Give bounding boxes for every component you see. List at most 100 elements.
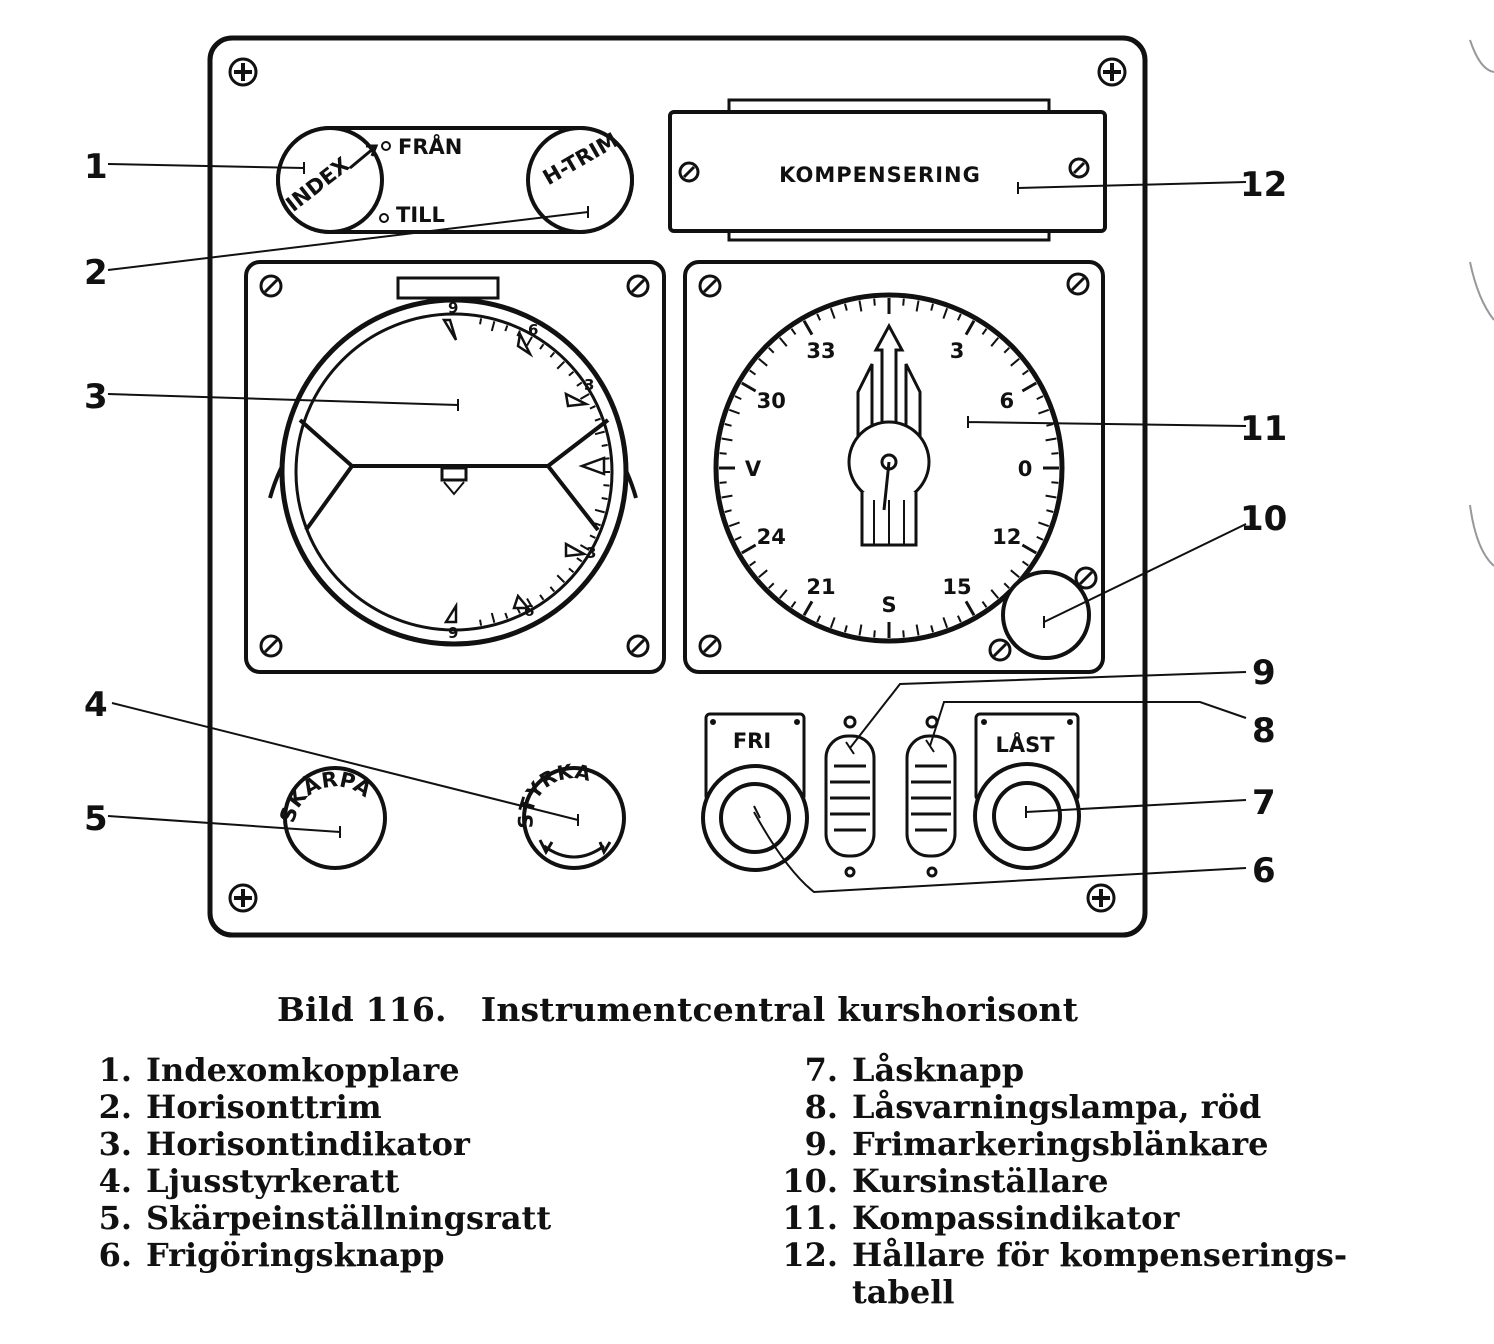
compass-tick [915, 300, 920, 312]
legend-item: 9.Frimarkeringsblänkare [804, 1125, 1269, 1163]
compass-needle [847, 322, 931, 547]
compass-tick [1021, 543, 1037, 555]
compass-tick [1045, 437, 1057, 442]
rotate-arrow-icon [543, 844, 605, 859]
focus-knob[interactable] [283, 766, 387, 870]
pitch-tick [526, 336, 533, 347]
compass-label: 15 [942, 575, 971, 599]
compass-tick [728, 521, 740, 528]
compass-tick [1003, 347, 1010, 354]
screw-icon [259, 274, 283, 298]
compass-tick [758, 569, 768, 579]
fri-label: FRI [733, 729, 771, 753]
screw-icon [698, 274, 722, 298]
compass-label: 3 [950, 339, 965, 363]
compass-label: 12 [992, 525, 1021, 549]
fran-label: FRÅN [398, 134, 462, 159]
compass-tick [930, 303, 934, 311]
pitch-scale-ticks [479, 318, 610, 626]
pitch-tick [568, 567, 575, 574]
compass-tick [749, 560, 757, 567]
screw-icon [228, 57, 258, 87]
compass-tick [956, 615, 962, 623]
screw-icon [1074, 566, 1098, 590]
legend-right-column: 7.Låsknapp 8.Låsvarningslampa, röd 9.Fri… [780, 1052, 1347, 1311]
compass-tick [721, 494, 733, 499]
legend-item: 10.Kursinställare [782, 1162, 1109, 1200]
release-button[interactable] [719, 782, 791, 854]
course-setting-knob[interactable] [1001, 570, 1091, 660]
pitch-tick [479, 318, 483, 325]
compass-tick [1051, 481, 1059, 484]
legend-item: 4.Ljusstyrkeratt [98, 1162, 400, 1200]
compass-tick [778, 337, 788, 347]
pitch-tick [490, 612, 496, 623]
compass-tick [956, 313, 962, 321]
legend-item: 12.Hållare för kompenserings- [782, 1236, 1348, 1274]
pitch-tick [589, 534, 596, 539]
legend-item: 7.Låsknapp [804, 1051, 1025, 1089]
compass-tick [728, 408, 740, 415]
compass-tick [1010, 357, 1020, 367]
pitch-tick [556, 360, 566, 370]
pitch-tick [601, 497, 608, 501]
pitch-tick [589, 405, 596, 410]
pitch-label-upper: 6 [528, 321, 538, 339]
corner-screws [228, 57, 1127, 913]
index-htrim-plate: INDEX FRÅN TILL H-TRIM [276, 126, 634, 234]
legend-item: 11.Kompassindikator [782, 1199, 1180, 1237]
callout-1: 1 [84, 147, 108, 187]
compass-tick [1021, 381, 1037, 393]
compass-tick [990, 337, 1000, 347]
pitch-tick [549, 586, 556, 593]
compass-tick [1021, 560, 1029, 567]
pitch-tick [479, 619, 483, 626]
lock-button-group: LÅST [973, 712, 1081, 870]
screw-icon [698, 634, 722, 658]
index-switch-knob[interactable] [276, 126, 384, 234]
screw-icon [1066, 272, 1090, 296]
compass-tick [964, 600, 976, 616]
compass-tick [902, 630, 905, 638]
compass-tick [741, 381, 757, 393]
callout-8: 8 [1252, 711, 1276, 751]
pitch-tick [490, 321, 496, 332]
compass-tick [719, 481, 727, 484]
compass-tick [981, 600, 988, 608]
compass-tick [1036, 395, 1044, 401]
compass-label: 24 [757, 525, 786, 549]
pitch-tick [594, 430, 605, 436]
compass-tick [1003, 582, 1010, 589]
pitch-tick [549, 351, 556, 358]
callout-4: 4 [84, 685, 108, 725]
legend-item: 8.Låsvarningslampa, röd [804, 1088, 1262, 1126]
free-marker-blinker [824, 715, 876, 878]
compass-tick [802, 320, 814, 336]
legend-item: 1.Indexomkopplare [98, 1051, 460, 1089]
compensation-table-holder: KOMPENSERING [668, 98, 1107, 242]
compass-tick [1051, 452, 1059, 455]
pitch-tick [603, 484, 610, 487]
callout-numbers: 1 2 3 4 5 6 7 8 9 10 11 12 [84, 147, 1287, 891]
htrim-knob[interactable] [526, 126, 634, 234]
compass-tick [844, 625, 848, 633]
pitch-tick [504, 612, 509, 619]
screw-icon [678, 161, 700, 183]
pitch-tick [601, 443, 608, 447]
compass-dial-ticks [719, 298, 1059, 638]
compass-tick [734, 395, 742, 401]
pitch-tick [568, 370, 575, 377]
compass-tick [902, 298, 905, 306]
compass-label: V [745, 457, 762, 481]
compass-tick [930, 625, 934, 633]
till-label: TILL [396, 203, 445, 227]
screw-icon [1097, 57, 1127, 87]
pitch-label-top: 9 [448, 299, 458, 317]
pitch-tick [576, 381, 583, 387]
compass-tick [768, 582, 775, 589]
compass-tick [816, 615, 822, 623]
compass-tick [858, 300, 863, 312]
legend-item: tabell [852, 1273, 955, 1311]
compass-tick [768, 347, 775, 354]
compass-tick [802, 600, 814, 616]
